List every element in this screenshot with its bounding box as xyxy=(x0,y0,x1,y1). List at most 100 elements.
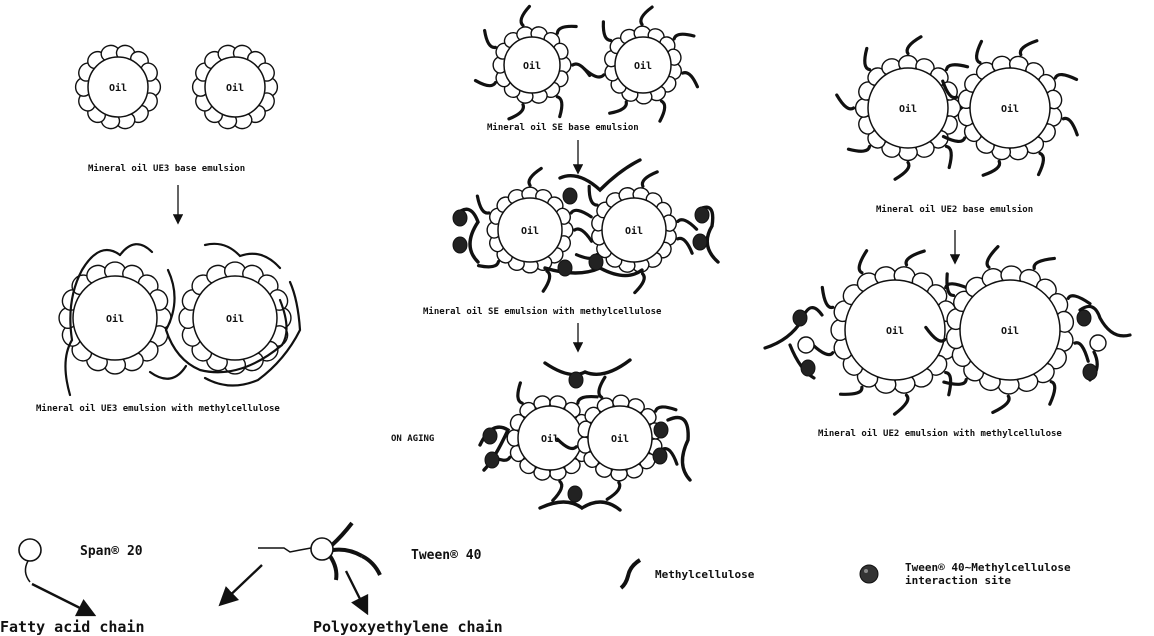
interaction-site-icon-dot xyxy=(864,569,868,573)
polyoxyethylene-chain xyxy=(656,407,676,411)
oil-label: Oil xyxy=(625,225,643,237)
polyoxyethylene-chain xyxy=(603,22,610,41)
polyoxyethylene-chain xyxy=(895,162,909,179)
interaction-site xyxy=(589,254,603,270)
polyoxyethylene-chain xyxy=(476,81,496,86)
legend-polyoxyethylene: Polyoxyethylene chain xyxy=(313,618,503,636)
methylcellulose-chain xyxy=(540,502,620,510)
polyoxyethylene-chain xyxy=(907,37,921,54)
oil-label: Oil xyxy=(1001,103,1019,115)
oil-label: Oil xyxy=(634,60,652,72)
methylcellulose-icon xyxy=(621,560,640,588)
caption-on-aging: ON AGING xyxy=(391,434,434,444)
polyoxyethylene-chain xyxy=(660,101,665,121)
polyoxyethylene-chain xyxy=(859,251,866,273)
span-20-icon xyxy=(19,539,41,561)
legend-methylcellulose: Methylcellulose xyxy=(655,568,755,581)
polyoxyethylene-chain xyxy=(557,97,562,117)
polyoxyethylene-chain xyxy=(993,396,1009,412)
polyoxyethylene-chain xyxy=(678,220,697,229)
interaction-site-icon xyxy=(860,565,878,583)
methylcellulose-chain xyxy=(545,360,630,375)
methylcellulose-chain xyxy=(150,366,186,379)
polyoxyethylene-chain xyxy=(822,288,832,308)
oil-label: Oil xyxy=(886,325,904,337)
interaction-site xyxy=(485,452,499,468)
interaction-site xyxy=(1077,310,1091,326)
interaction-site xyxy=(654,422,668,438)
droplet-ue3-mc-2: Oil xyxy=(179,262,291,374)
polyoxyethylene-chain xyxy=(485,31,496,48)
interaction-site xyxy=(653,448,667,464)
polyoxyethylene-chain xyxy=(674,34,694,39)
oil-label: Oil xyxy=(226,82,244,94)
polyoxyethylene-chain xyxy=(946,146,951,167)
polyoxyethylene-chain xyxy=(571,210,591,216)
polyoxyethylene-chain xyxy=(1020,41,1036,55)
legend: Span® 20 Tween® 40 Fatty acid chain Poly… xyxy=(0,523,1071,636)
legend-interaction-2: interaction site xyxy=(905,574,1011,587)
fatty-acid-arrow-1 xyxy=(32,584,92,614)
interaction-site xyxy=(453,237,467,253)
polyoxyethylene-chain xyxy=(977,41,982,62)
caption-ue2-base: Mineral oil UE2 base emulsion xyxy=(876,204,1033,215)
interaction-site xyxy=(563,188,577,204)
polyoxyethylene-chain xyxy=(553,481,562,500)
droplet-ue3-mc-1: Oil xyxy=(59,262,171,374)
caption-ue2-mc: Mineral oil UE2 emulsion with methylcell… xyxy=(818,428,1062,439)
tween-40-chain-1 xyxy=(332,523,352,545)
polyoxyethylene-chain xyxy=(1039,153,1044,174)
span-20-tail xyxy=(25,561,30,582)
polyoxyethylene-chain xyxy=(641,7,652,24)
oil-label: Oil xyxy=(109,82,127,94)
methylcellulose-chain xyxy=(120,244,152,255)
polyoxyethylene-chain xyxy=(678,238,692,253)
oil-label: Oil xyxy=(521,225,539,237)
polyoxyethylene-chain xyxy=(906,251,924,265)
polyoxyethylene-chain xyxy=(865,48,870,69)
polyoxyethylene-chain xyxy=(1050,382,1055,404)
legend-fatty-acid: Fatty acid chain xyxy=(0,618,145,636)
polyoxyethylene-chain xyxy=(599,377,605,397)
tween-40-icon-tail xyxy=(258,548,311,552)
caption-se-base: Mineral oil SE base emulsion xyxy=(487,122,639,133)
polyoxyethylene-chain xyxy=(479,262,499,267)
polyoxyethylene-chain xyxy=(837,95,854,109)
legend-interaction-1: Tween® 40~Methylcellulose xyxy=(905,561,1071,574)
polyoxyethylene-chain xyxy=(575,229,592,241)
polyoxyethylene-chain xyxy=(635,274,644,293)
droplet-se-base-1: Oil xyxy=(476,6,590,118)
polyoxyethylene-chain xyxy=(509,105,523,119)
polyoxyethylene-chain xyxy=(642,172,657,186)
tween-40-chain-3 xyxy=(330,556,336,580)
interaction-site xyxy=(793,310,807,326)
polyoxyethylene-chain xyxy=(983,161,999,175)
droplet-ue3-base-1: Oil xyxy=(76,44,161,131)
polyoxyethylene-chain xyxy=(946,65,967,70)
polyoxyethylene-chain xyxy=(1068,296,1090,304)
tween-40-chain-4 xyxy=(362,556,380,575)
oil-label: Oil xyxy=(106,313,124,325)
droplet-ue2-base-2: Oil xyxy=(943,41,1077,175)
polyoxyethylene-chain xyxy=(589,186,597,205)
interaction-site xyxy=(558,260,572,276)
polyoxyethylene-chain xyxy=(521,6,529,25)
oil-label: Oil xyxy=(523,60,541,72)
polyoxyethylene-chain xyxy=(578,397,597,404)
interaction-site xyxy=(483,428,497,444)
interaction-site xyxy=(695,207,709,223)
polyoxyethylene-chain xyxy=(1075,343,1088,361)
polyoxyethylene-chain xyxy=(529,168,541,185)
polyoxyethylene-chain xyxy=(557,26,576,33)
polyoxyethylene-chain xyxy=(477,196,488,213)
polyoxyethylene-chain xyxy=(518,383,522,403)
polyoxyethylene-chain xyxy=(944,380,966,385)
oil-label: Oil xyxy=(1001,325,1019,337)
legend-span-label: Span® 20 xyxy=(80,544,143,559)
polyoxyethylene-chain xyxy=(841,387,862,394)
oil-label: Oil xyxy=(899,103,917,115)
methylcellulose-chain xyxy=(668,418,690,481)
interaction-site xyxy=(1083,364,1097,380)
droplet-ue2-base-1: Oil xyxy=(837,37,979,179)
polyoxyethylene-chain xyxy=(543,271,549,291)
